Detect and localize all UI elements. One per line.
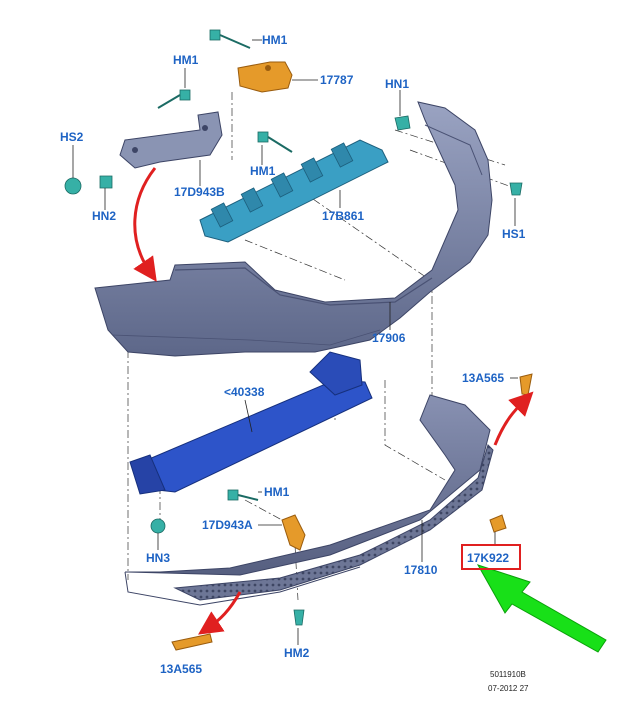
leader-lines — [72, 39, 518, 645]
label-hs2: HS2 — [60, 130, 84, 144]
label-17787: 17787 — [320, 73, 354, 87]
clip-hn2 — [99, 175, 113, 189]
reflector-13a565-right — [519, 373, 533, 396]
label-hn3: HN3 — [146, 551, 170, 565]
red-arrow-right — [493, 391, 534, 446]
lower-valance — [124, 394, 494, 606]
label-hn1: HN1 — [385, 77, 409, 91]
upper-bumper-cover — [94, 101, 493, 357]
green-pointer-arrow — [476, 564, 607, 653]
label-17b861: 17B861 — [322, 209, 364, 223]
label-17d943b: 17D943B — [174, 185, 225, 199]
clip-hn1 — [394, 115, 411, 131]
label-hm1-lower: HM1 — [264, 485, 290, 499]
bracket-17d943b — [119, 111, 223, 169]
red-arrows — [133, 167, 534, 635]
label-17906: 17906 — [372, 331, 406, 345]
doc-number: 5011910B — [490, 670, 526, 679]
label-17810: 17810 — [404, 563, 438, 577]
label-hm1-left: HM1 — [173, 53, 199, 67]
reinforcement-beam — [129, 351, 373, 495]
doc-date: 07-2012 27 — [488, 684, 529, 693]
bracket-17787 — [237, 61, 293, 93]
screw-hs1 — [509, 182, 523, 196]
reflector-13a565-bottom — [171, 633, 213, 651]
label-hn2: HN2 — [92, 209, 116, 223]
label-hm2: HM2 — [284, 646, 310, 660]
label-17k922: 17K922 — [467, 551, 509, 565]
document-meta: 5011910B 07-2012 27 — [488, 670, 529, 693]
label-hm1-top: HM1 — [262, 33, 288, 47]
label-13a565-right: 13A565 — [462, 371, 504, 385]
part-labels: HM1 HM1 17787 HN1 HS2 HM1 17D943B HN2 17… — [60, 33, 526, 676]
screw-hm1-top — [209, 29, 251, 49]
energy-absorber — [199, 139, 389, 243]
bracket-17k922 — [489, 514, 507, 533]
screw-hm1-lower — [227, 489, 259, 501]
label-hs1: HS1 — [502, 227, 526, 241]
highlight-box-17k922 — [461, 544, 521, 570]
screw-hm1-mid — [257, 131, 293, 153]
screw-hm1-left — [157, 89, 191, 109]
clip-hn3 — [150, 518, 166, 534]
fasteners — [64, 29, 523, 626]
label-hm1-mid: HM1 — [250, 164, 276, 178]
red-arrow-bracket — [133, 167, 157, 282]
clip-hs2 — [64, 177, 82, 195]
label-13a565-bottom: 13A565 — [160, 662, 202, 676]
screw-hm2 — [293, 609, 305, 626]
label-40338: <40338 — [224, 385, 265, 399]
bracket-17d943a — [281, 514, 306, 551]
label-17d943a: 17D943A — [202, 518, 253, 532]
red-arrow-bottom — [198, 591, 242, 635]
